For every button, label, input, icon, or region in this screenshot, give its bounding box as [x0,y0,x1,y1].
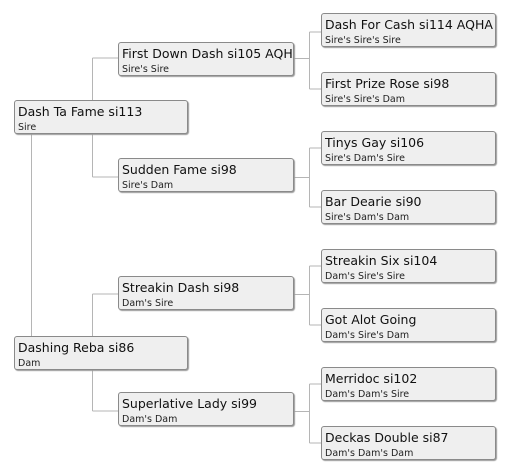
pedigree-node-sires-sires-sire[interactable]: Dash For Cash si114 AQHA Sire's Sire's S… [321,13,496,47]
relation-label: Dam's Dam [122,414,178,425]
relation-label: Dam [18,358,41,369]
pedigree-node-sires-sires-dam[interactable]: First Prize Rose si98 Sire's Sire's Dam [321,72,496,106]
relation-label: Sire's Dam's Dam [325,212,410,223]
pedigree-node-dams-sires-dam[interactable]: Got Alot Going Dam's Sire's Dam [321,308,496,342]
relation-label: Sire's Sire's Dam [325,94,405,105]
relation-label: Dam's Sire [122,298,174,309]
horse-name: Got Alot Going [325,312,417,327]
relation-label: Dam's Sire's Dam [325,330,410,341]
horse-name: Deckas Double si87 [325,430,449,445]
pedigree-node-dams-sires-sire[interactable]: Streakin Six si104 Dam's Sire's Sire [321,249,496,283]
horse-name: Streakin Dash si98 [122,280,240,295]
horse-name: First Prize Rose si98 [325,76,450,91]
pedigree-node-sire[interactable]: Dash Ta Fame si113 Sire [14,100,188,134]
pedigree-node-dams-dams-sire[interactable]: Merridoc si102 Dam's Dam's Sire [321,367,496,401]
pedigree-node-sires-sire[interactable]: First Down Dash si105 AQHA Sire's Sire [118,42,294,76]
horse-name: Streakin Six si104 [325,253,438,268]
horse-name: Dashing Reba si86 [18,340,135,355]
pedigree-node-dam[interactable]: Dashing Reba si86 Dam [14,336,188,370]
pedigree-node-dams-sire[interactable]: Streakin Dash si98 Dam's Sire [118,276,294,310]
horse-name: Merridoc si102 [325,371,418,386]
relation-label: Dam's Dam's Sire [325,389,410,400]
horse-name: Bar Dearie si90 [325,194,422,209]
pedigree-node-sires-dam[interactable]: Sudden Fame si98 Sire's Dam [118,158,294,192]
pedigree-node-sires-dams-sire[interactable]: Tinys Gay si106 Sire's Dam's Sire [321,131,496,165]
relation-label: Dam's Dam's Dam [325,448,414,459]
horse-name: Sudden Fame si98 [122,162,237,177]
horse-name: Superlative Lady si99 [122,396,258,411]
horse-name: Dash For Cash si114 AQHA [325,17,493,32]
relation-label: Sire's Sire's Sire [325,35,401,46]
relation-label: Dam's Sire's Sire [325,271,405,282]
horse-name: Tinys Gay si106 [325,135,425,150]
pedigree-node-dams-dam[interactable]: Superlative Lady si99 Dam's Dam [118,392,294,426]
relation-label: Sire's Dam [122,180,174,191]
relation-label: Sire's Dam's Sire [325,153,405,164]
horse-name: Dash Ta Fame si113 [18,104,143,119]
relation-label: Sire [18,122,37,133]
relation-label: Sire's Sire [122,64,170,75]
pedigree-node-dams-dams-dam[interactable]: Deckas Double si87 Dam's Dam's Dam [321,426,496,460]
pedigree-node-sires-dams-dam[interactable]: Bar Dearie si90 Sire's Dam's Dam [321,190,496,224]
horse-name: First Down Dash si105 AQHA [122,46,294,61]
